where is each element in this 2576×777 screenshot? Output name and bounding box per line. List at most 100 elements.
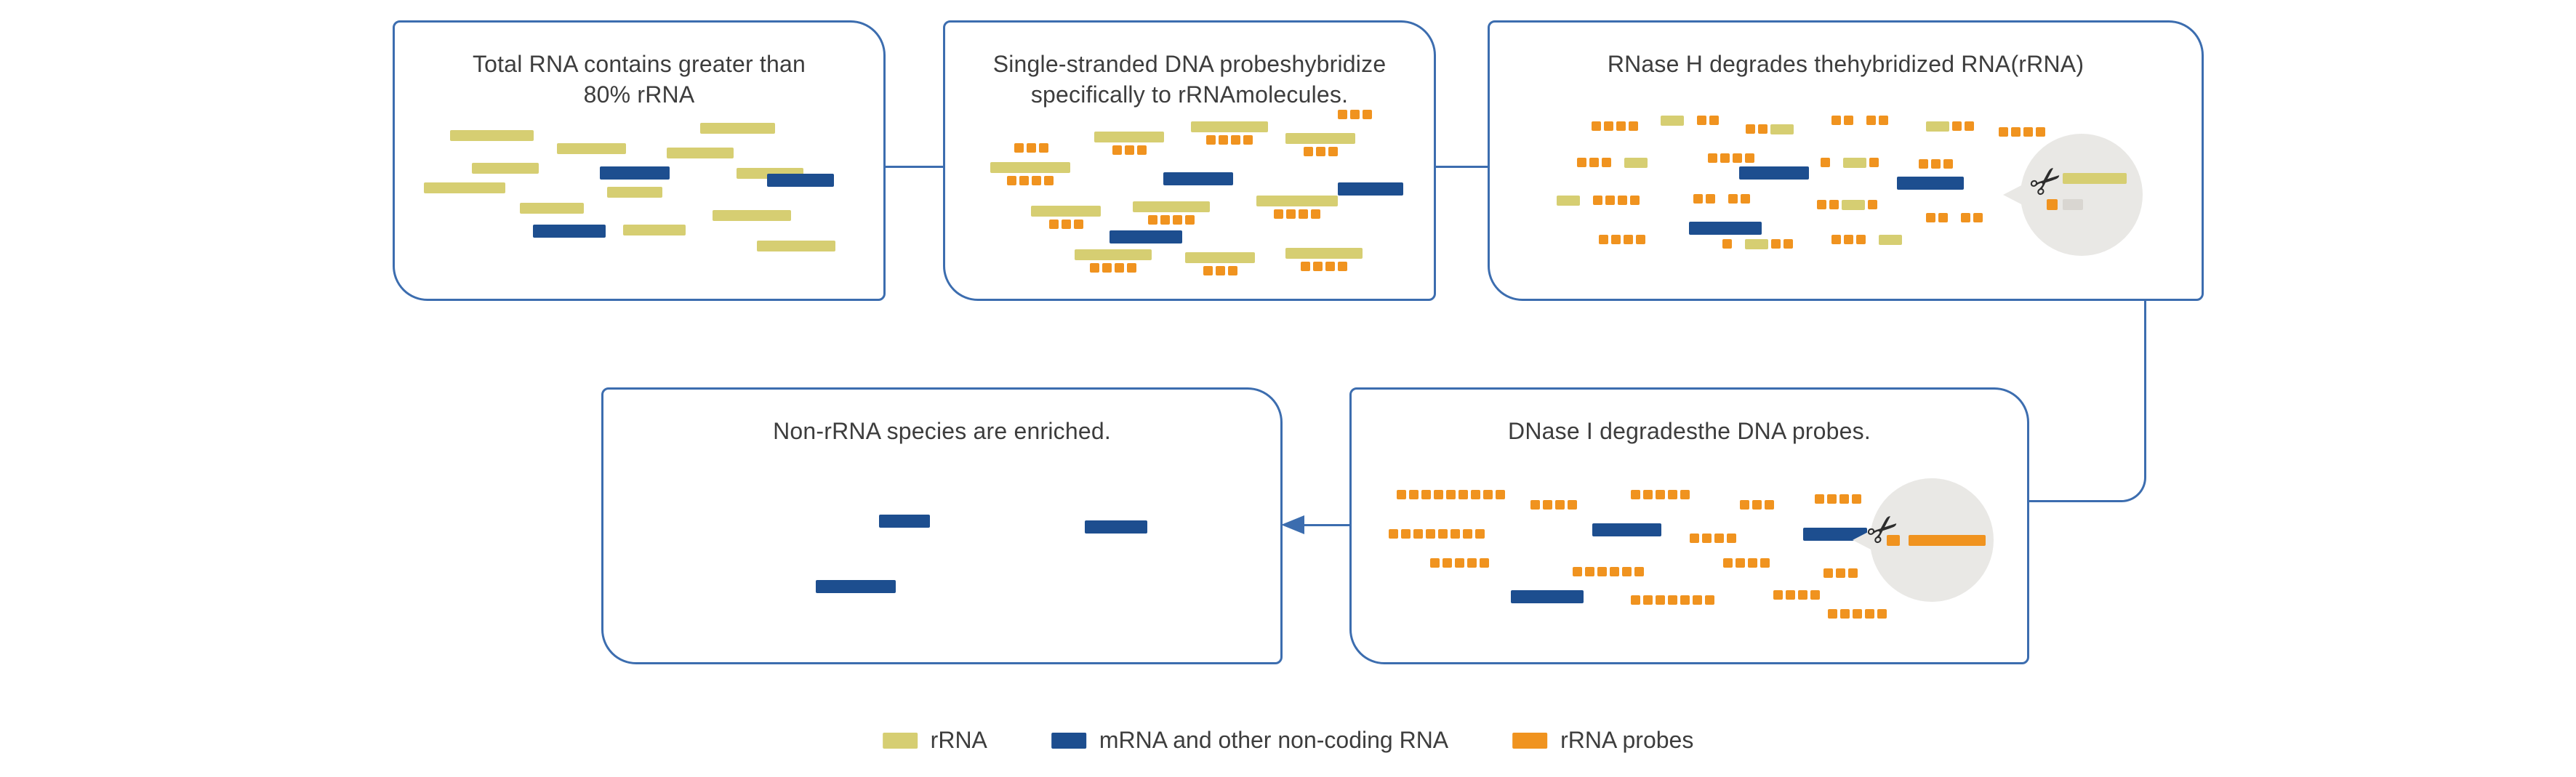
probe-square xyxy=(1709,116,1719,125)
probe-square xyxy=(1602,158,1611,167)
probe-square xyxy=(1127,263,1136,273)
probe-square xyxy=(1148,215,1157,225)
probe-square xyxy=(1786,590,1795,600)
probe-square xyxy=(1705,595,1714,605)
probe-square xyxy=(1206,135,1216,145)
probe-square xyxy=(1573,567,1582,576)
probe-square xyxy=(1304,147,1313,156)
probe-square xyxy=(1434,490,1443,499)
probe-square xyxy=(1622,567,1632,576)
probe-square xyxy=(1965,121,1974,131)
rrna-bar xyxy=(1133,201,1210,212)
probe-square xyxy=(1866,116,1876,125)
probe-square xyxy=(1007,176,1016,185)
probe-square xyxy=(1480,558,1489,568)
mrna-bar xyxy=(1803,528,1867,541)
probe-square xyxy=(1421,490,1431,499)
probe-square xyxy=(1999,127,2008,137)
probe-square xyxy=(1325,262,1335,271)
probe-square xyxy=(1741,194,1750,204)
probe-square xyxy=(1643,595,1653,605)
rrna-bar xyxy=(607,187,662,198)
probe-square xyxy=(1690,534,1699,543)
panel-enriched-non-rrna: Non-rRNA species are enriched. xyxy=(601,387,1283,664)
probe-square xyxy=(1758,124,1768,134)
connector-panel3-panel4 xyxy=(2029,301,2146,502)
probe-square xyxy=(1630,196,1640,205)
probe-square xyxy=(1471,490,1480,499)
rrna-bar xyxy=(623,225,686,235)
panel-probe-hybridization: Single-stranded DNA probeshybridize spec… xyxy=(943,20,1436,301)
probe-square xyxy=(1455,558,1464,568)
probe-square xyxy=(1745,153,1754,163)
rrna-bar xyxy=(1031,206,1101,217)
probe-square xyxy=(1173,215,1182,225)
probe-square xyxy=(1032,176,1041,185)
mrna-bar xyxy=(816,580,896,593)
magnifier-tail xyxy=(1853,530,1872,550)
probe-square xyxy=(1597,567,1607,576)
connector-panel2-panel3 xyxy=(1436,166,1488,168)
panel-canvas xyxy=(395,23,883,299)
probe-square xyxy=(1656,595,1665,605)
probe-square xyxy=(1746,124,1755,134)
probe-square xyxy=(1656,490,1665,499)
probe-square xyxy=(1943,159,1953,169)
panel-canvas: ✂ xyxy=(1490,23,2202,299)
probe-square xyxy=(1338,262,1347,271)
magnifier-circle xyxy=(2021,134,2143,256)
probe-square xyxy=(1316,147,1325,156)
mrna-bar xyxy=(1592,523,1661,536)
legend-swatch-rrna xyxy=(882,732,918,749)
probe-square xyxy=(1693,595,1702,605)
mrna-bar xyxy=(1085,520,1147,534)
probe-square xyxy=(1616,121,1626,131)
probe-square xyxy=(1831,116,1841,125)
probe-square xyxy=(1299,209,1308,219)
panel-title: Non-rRNA species are enriched. xyxy=(773,418,1111,444)
legend: rRNA mRNA and other non-coding RNA rRNA … xyxy=(882,727,1694,754)
probe-square xyxy=(1401,529,1411,539)
probe-square xyxy=(1483,490,1493,499)
probe-square xyxy=(1668,490,1677,499)
panel-title: DNase I degradesthe DNA probes. xyxy=(1508,418,1871,444)
probe-square xyxy=(1286,209,1296,219)
probe-square xyxy=(1827,494,1837,504)
cut-probe-piece xyxy=(1887,535,1900,546)
legend-label-probes: rRNA probes xyxy=(1560,727,1694,753)
degraded-rna-piece xyxy=(2063,199,2083,210)
probe-square xyxy=(1708,153,1717,163)
probe-square xyxy=(1817,200,1826,209)
rrna-bar xyxy=(520,203,584,214)
rrna-fragment xyxy=(1842,200,1865,210)
probe-square xyxy=(1328,147,1338,156)
rrna-bar xyxy=(557,143,626,154)
rrna-bar xyxy=(424,182,505,193)
probe-square xyxy=(1112,145,1122,155)
legend-label-mrna: mRNA and other non-coding RNA xyxy=(1099,727,1449,753)
probe-square xyxy=(1831,235,1841,244)
probe-square xyxy=(1931,159,1941,169)
legend-swatch-probes xyxy=(1512,732,1548,749)
probe-square xyxy=(1530,500,1540,510)
probe-square xyxy=(1852,494,1861,504)
rrna-bar xyxy=(1094,132,1164,142)
mrna-bar xyxy=(767,174,834,187)
probe-square xyxy=(1840,609,1850,619)
panel-total-rna: Total RNA contains greater than 80% rRNA xyxy=(393,20,886,301)
probe-square xyxy=(1938,213,1948,222)
probe-square xyxy=(1722,239,1732,249)
probe-square xyxy=(1828,609,1837,619)
probe-square xyxy=(1599,235,1608,244)
probe-square xyxy=(1783,239,1793,249)
mrna-bar xyxy=(1338,182,1403,196)
probe-square xyxy=(1102,263,1112,273)
probe-square xyxy=(1125,145,1134,155)
probe-square xyxy=(1543,500,1552,510)
probe-square xyxy=(1216,266,1225,275)
mrna-bar xyxy=(1511,590,1584,603)
probe-square xyxy=(1311,209,1320,219)
probe-square xyxy=(1589,158,1599,167)
probe-square xyxy=(1160,215,1170,225)
